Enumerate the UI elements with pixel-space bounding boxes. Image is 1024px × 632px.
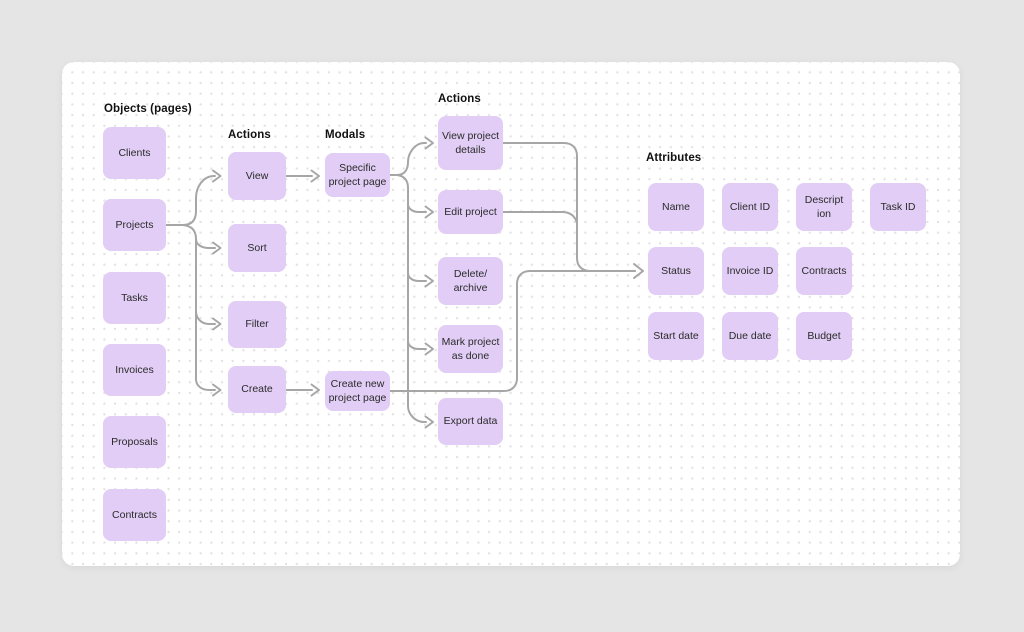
arrowhead-icon — [212, 383, 222, 397]
node-proposals: Proposals — [103, 416, 166, 468]
node-tasks: Tasks — [103, 272, 166, 324]
node-view-project-details: View project details — [438, 116, 503, 170]
node-attr-description: Descript ion — [796, 183, 852, 231]
node-invoices: Invoices — [103, 344, 166, 396]
connector-edit-to-status — [502, 211, 578, 224]
attributes-group-header: Attributes — [646, 152, 702, 164]
node-view: View — [228, 152, 286, 200]
connector-specific-to-mark-done — [407, 340, 434, 356]
arrowhead-icon — [424, 136, 434, 150]
node-attr-name: Name — [648, 183, 704, 231]
node-edit-project: Edit project — [438, 190, 503, 234]
node-attr-task-id: Task ID — [870, 183, 926, 231]
connector-specific-to-edit — [407, 203, 434, 219]
node-mark-project-done: Mark project as done — [438, 325, 503, 373]
connector-view-to-specific-page — [285, 169, 320, 183]
actions-project-group-header: Actions — [438, 93, 481, 105]
node-attr-start-date: Start date — [648, 312, 704, 360]
node-attr-status: Status — [648, 247, 704, 295]
connector-projects-to-create — [195, 378, 222, 397]
node-filter: Filter — [228, 301, 286, 348]
node-attr-invoice-id: Invoice ID — [722, 247, 778, 295]
node-delete-archive: Delete/ archive — [438, 257, 503, 305]
connector-specific-trunk-to-export — [396, 174, 434, 429]
node-attr-due-date: Due date — [722, 312, 778, 360]
node-create: Create — [228, 366, 286, 413]
node-attr-budget: Budget — [796, 312, 852, 360]
arrowhead-icon — [310, 383, 320, 397]
connector-projects-to-view — [165, 169, 222, 226]
arrowhead-icon — [212, 241, 222, 255]
connector-specific-to-view-details — [389, 136, 434, 176]
node-sort: Sort — [228, 224, 286, 272]
connector-create-to-new-page — [285, 383, 320, 397]
connector-view-details-to-status — [502, 142, 636, 272]
whiteboard-canvas: Objects (pages) Actions Modals Actions A… — [62, 62, 960, 566]
node-specific-project-page: Specific project page — [325, 153, 390, 197]
arrowhead-icon — [424, 415, 434, 429]
node-attr-contracts: Contracts — [796, 247, 852, 295]
node-export-data: Export data — [438, 398, 503, 445]
connector-new-page-to-status — [389, 270, 636, 392]
modals-group-header: Modals — [325, 129, 366, 141]
arrowhead-icon — [424, 205, 434, 219]
arrowhead-icon — [633, 263, 644, 279]
arrowhead-icon — [310, 169, 320, 183]
arrowhead-icon — [212, 169, 222, 183]
objects-group-header: Objects (pages) — [104, 103, 192, 115]
connector-specific-to-delete — [407, 272, 434, 288]
node-create-new-project-page: Create new project page — [325, 371, 390, 411]
connector-status-arrowhead — [633, 263, 644, 279]
node-projects: Projects — [103, 199, 166, 251]
node-clients: Clients — [103, 127, 166, 179]
arrowhead-icon — [424, 274, 434, 288]
connector-projects-to-sort — [182, 224, 222, 255]
arrowhead-icon — [424, 342, 434, 356]
actions-primary-group-header: Actions — [228, 129, 271, 141]
connector-projects-to-filter — [195, 310, 222, 331]
node-attr-client-id: Client ID — [722, 183, 778, 231]
node-contracts: Contracts — [103, 489, 166, 541]
arrowhead-icon — [212, 317, 222, 331]
